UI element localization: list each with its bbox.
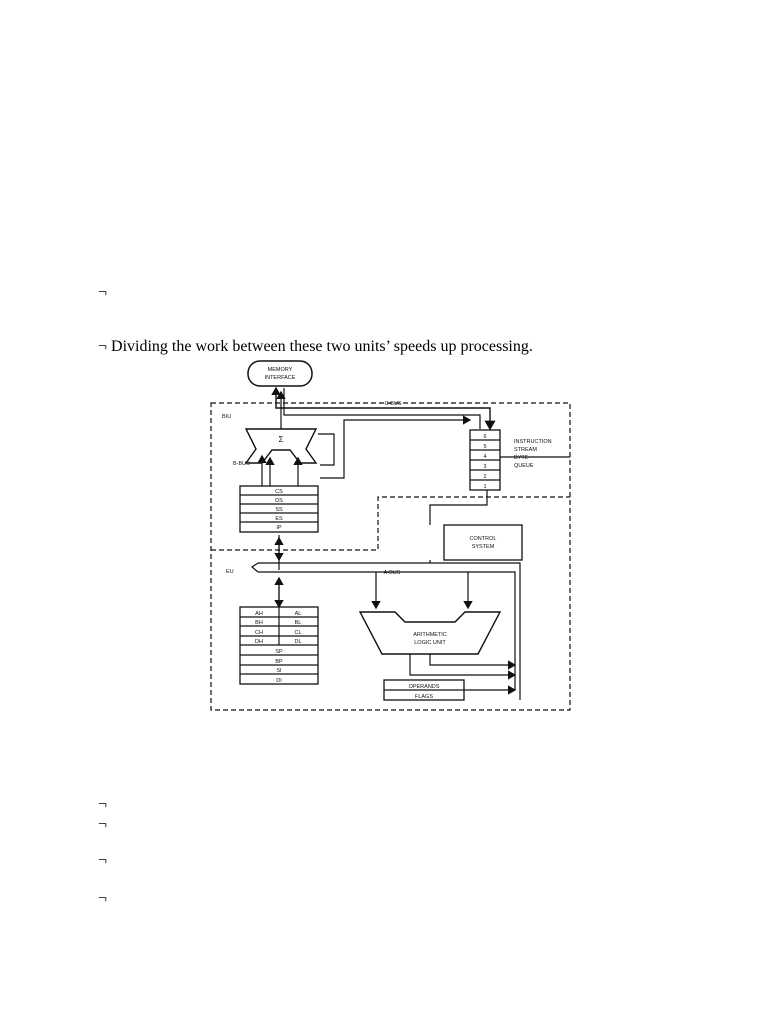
alu-label-1: ARITHMETIC — [413, 632, 447, 638]
queue-slot: 6 — [483, 434, 486, 440]
queue-slot: 4 — [483, 454, 486, 460]
bullet-symbol: ¬ — [98, 284, 108, 301]
register-dl: DL — [294, 639, 301, 645]
bullet-line-5: ¬ — [98, 852, 107, 870]
bullet-symbol: ¬ — [98, 852, 108, 869]
bullet-symbol: ¬ — [98, 338, 108, 355]
adder-label: Σ — [279, 435, 284, 444]
queue-slot: 5 — [483, 444, 486, 450]
memory-interface-label-1: MEMORY — [268, 367, 293, 373]
register-dh: DH — [255, 639, 263, 645]
memory-interface-box — [247, 360, 313, 387]
a-bus — [258, 562, 521, 700]
alu-shape — [358, 611, 502, 655]
eu-label: EU — [226, 569, 234, 575]
bullet-line-4: ¬ — [98, 816, 107, 834]
register-ah: AH — [255, 611, 263, 617]
register-bp: BP — [275, 659, 283, 665]
queue-label-1: INSTRUCTION — [514, 439, 552, 445]
queue-slot: 2 — [483, 474, 486, 480]
flags-label: FLAGS — [415, 694, 433, 700]
register-al: AL — [295, 611, 302, 617]
c-bus — [275, 388, 496, 431]
bullet-line-2: ¬ Dividing the work between these two un… — [98, 338, 533, 356]
biu-label: BIU — [222, 414, 231, 420]
register-ch: CH — [255, 630, 263, 636]
queue-slot: 3 — [483, 464, 486, 470]
bullet-symbol: ¬ — [98, 816, 108, 833]
adder-shape — [244, 428, 318, 464]
control-system-box — [443, 524, 523, 561]
register-bl: BL — [295, 620, 302, 626]
segment-register-ip: IP — [276, 525, 282, 531]
queue-label-4: QUEUE — [514, 463, 534, 469]
queue-slot: 1 — [483, 484, 486, 490]
control-system-label-2: SYSTEM — [472, 544, 495, 550]
bullet-line-1: ¬ — [98, 284, 107, 302]
segment-register-ds: DS — [275, 498, 283, 504]
alu-label-2: LOGIC UNIT — [414, 640, 446, 646]
bullet-symbol: ¬ — [98, 890, 108, 907]
control-system-label-1: CONTROL — [470, 536, 497, 542]
segment-register-stack — [239, 485, 319, 533]
bullet-line-3: ¬ — [98, 796, 107, 814]
bullet-line-6: ¬ — [98, 890, 107, 908]
queue-label-3: BYTE — [514, 455, 529, 461]
register-cl: CL — [294, 630, 301, 636]
register-bh: BH — [255, 620, 263, 626]
register-si: SI — [276, 668, 282, 674]
bullet-symbol: ¬ — [98, 796, 108, 813]
a-bus-label: A-BUS — [384, 570, 401, 576]
memory-interface-label-2: INTERFACE — [265, 375, 296, 381]
queue-label-2: STREAM — [514, 447, 537, 453]
register-sp: SP — [275, 649, 283, 655]
segment-register-es: ES — [275, 516, 283, 522]
c-bus-label: C-BUS — [384, 401, 401, 407]
biu-eu-divider — [211, 496, 570, 551]
b-bus-label: B-BUS — [233, 461, 250, 467]
bullet-text: Dividing the work between these two unit… — [111, 338, 533, 355]
segment-register-ss: SS — [275, 507, 283, 513]
register-di: DI — [276, 678, 282, 684]
operands-label: OPERANDS — [409, 684, 440, 690]
biu-eu-boundary — [210, 402, 571, 711]
segment-register-cs: CS — [275, 489, 283, 495]
